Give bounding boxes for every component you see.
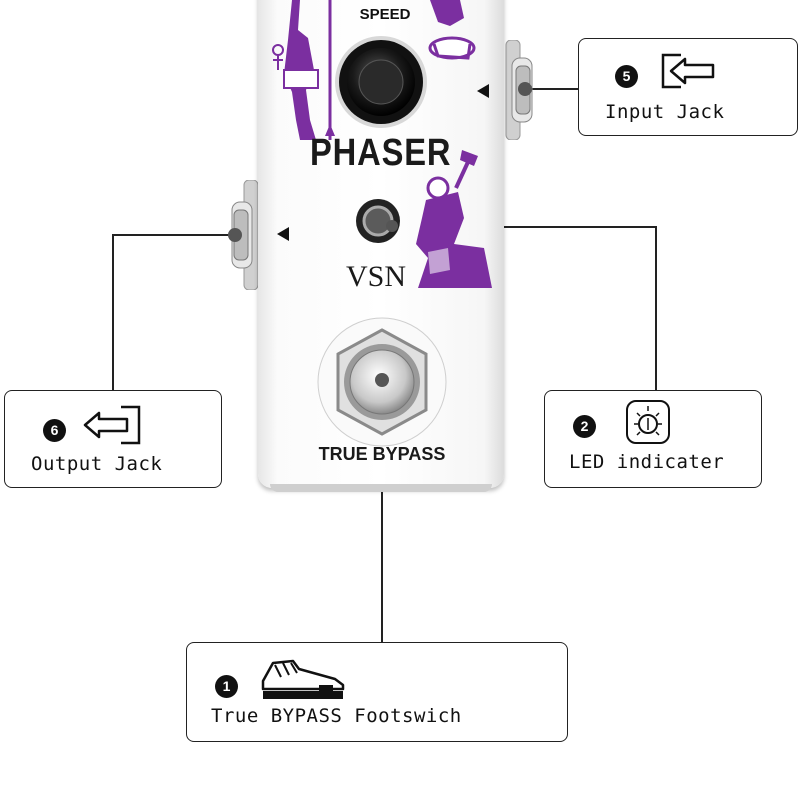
footswitch-connector — [381, 382, 383, 644]
input-jack-connector — [528, 88, 580, 90]
output-jack-connector-v — [112, 234, 114, 392]
worker-figure-art — [416, 150, 492, 288]
footswitch-callout: 1 True BYPASS Footswich — [186, 642, 568, 742]
callout-label: Output Jack — [31, 453, 163, 475]
footswitch-icon — [261, 659, 345, 699]
callout-number: 2 — [573, 415, 596, 438]
output-jack-callout: 6 Output Jack — [4, 390, 222, 488]
led-dot — [386, 220, 398, 232]
speed-label: SPEED — [359, 6, 411, 23]
pedal-base — [270, 484, 492, 492]
callout-label: Input Jack — [605, 101, 725, 123]
led-icon — [626, 400, 670, 444]
output-arrow-icon — [277, 227, 289, 241]
callout-number: 6 — [43, 419, 66, 442]
output-jack-connector-h — [112, 234, 242, 236]
input-arrow-icon — [477, 84, 489, 98]
footswitch-dot — [375, 373, 389, 387]
pharaoh-figure-art — [272, 0, 335, 140]
output-jack-icon — [83, 405, 141, 445]
input-jack-dot — [518, 82, 532, 96]
led-callout: 2 LED indicater — [544, 390, 762, 488]
led-connector-h — [392, 226, 657, 228]
switch-label: TRUE BYPASS — [318, 444, 446, 464]
brand-logo: VSN — [346, 260, 407, 293]
callout-label: LED indicater — [569, 451, 725, 473]
callout-number: 1 — [215, 675, 238, 698]
speed-knob[interactable] — [333, 34, 429, 130]
input-jack-icon — [661, 53, 715, 89]
output-jack-dot — [228, 228, 242, 242]
model-name: PHASER — [310, 132, 452, 174]
input-jack-callout: 5 Input Jack — [578, 38, 798, 136]
led-connector-v — [655, 226, 657, 392]
figure-top-right-art — [428, 0, 476, 60]
callout-label: True BYPASS Footswich — [211, 705, 462, 727]
callout-number: 5 — [615, 65, 638, 88]
